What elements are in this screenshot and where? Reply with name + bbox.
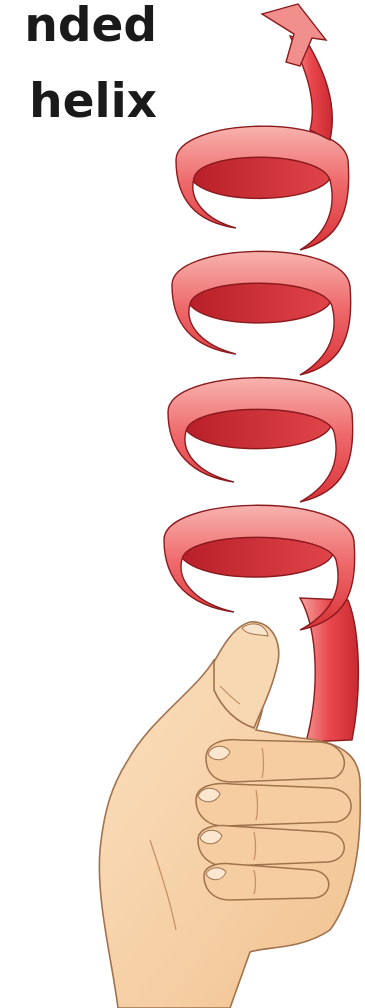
arrow-up-icon xyxy=(262,4,326,66)
hand-finger-1 xyxy=(206,740,344,782)
helix-tail-strip xyxy=(300,598,358,742)
hand-finger-3 xyxy=(198,826,344,866)
hand-finger-2 xyxy=(196,784,351,826)
